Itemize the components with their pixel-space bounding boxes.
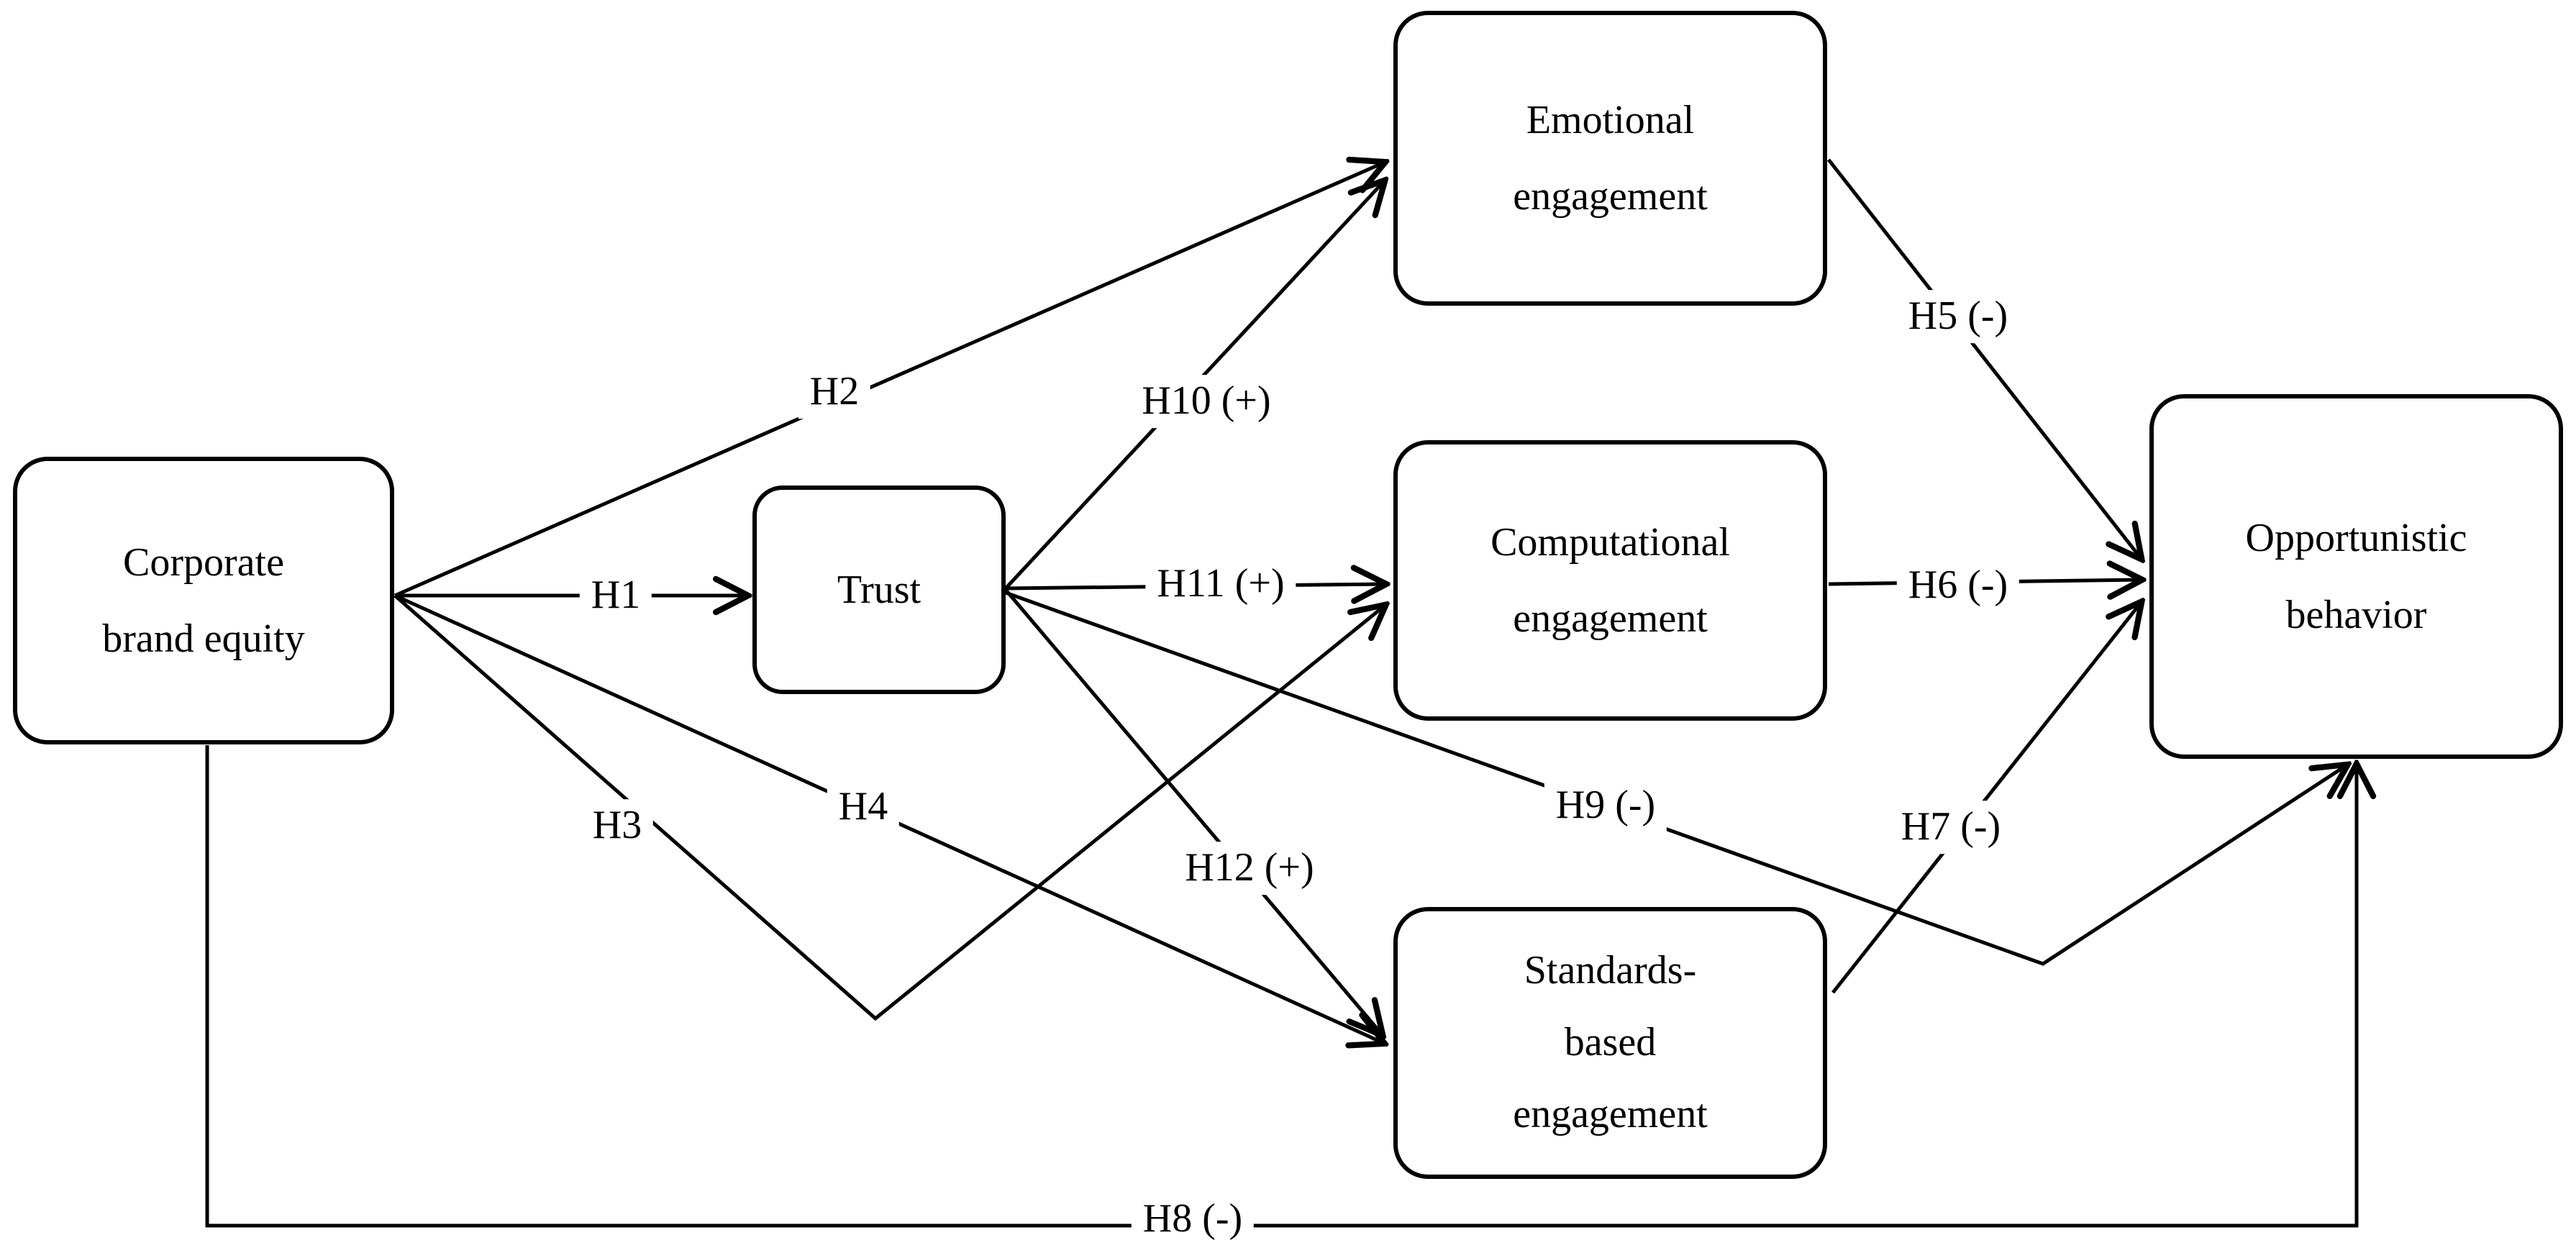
edge-h7-label: H7 (-) [1889,801,2013,854]
node-emotional-engagement: Emotional engagement [1393,11,1827,306]
edge-h1-label: H1 [579,569,652,622]
node-trust-label: Trust [837,567,921,612]
edge-h2-label: H2 [798,365,871,419]
edge-h5-line [1827,158,2141,558]
edge-h7-line [1831,603,2141,994]
edge-h10-label: H10 (+) [1130,375,1283,428]
edge-h9-line [1005,591,2347,966]
node-opportunistic-behavior: Opportunistic behavior [2149,394,2563,759]
node-computational-engagement: Computational engagement [1393,440,1827,721]
edge-h11-label: H11 (+) [1145,557,1296,611]
node-corporate-brand-equity: Corporate brand equity [13,457,394,744]
edge-h2-line [393,163,1384,598]
edge-h5-label: H5 (-) [1896,290,2020,343]
edge-h3-label: H3 [581,799,654,852]
node-computational-engagement-label: Computational engagement [1490,519,1730,641]
node-trust: Trust [752,486,1006,694]
edge-h8-line [205,745,2357,1228]
node-corporate-brand-equity-label: Corporate brand equity [102,539,305,661]
node-emotional-engagement-label: Emotional engagement [1513,97,1708,219]
edge-h4-label: H4 [827,780,900,834]
edge-h6-label: H6 (-) [1896,559,2020,612]
edge-h12-line [1004,588,1382,1034]
edge-h12-label: H12 (+) [1173,842,1326,895]
edge-h3-line [393,594,1385,1021]
edge-h9-label: H9 (-) [1544,779,1667,832]
edge-h8-label: H8 (-) [1131,1193,1255,1246]
node-standards-based-engagement-label: Standards- based engagement [1513,948,1708,1136]
node-opportunistic-behavior-label: Opportunistic behavior [2245,516,2467,637]
node-standards-based-engagement: Standards- based engagement [1393,907,1827,1179]
